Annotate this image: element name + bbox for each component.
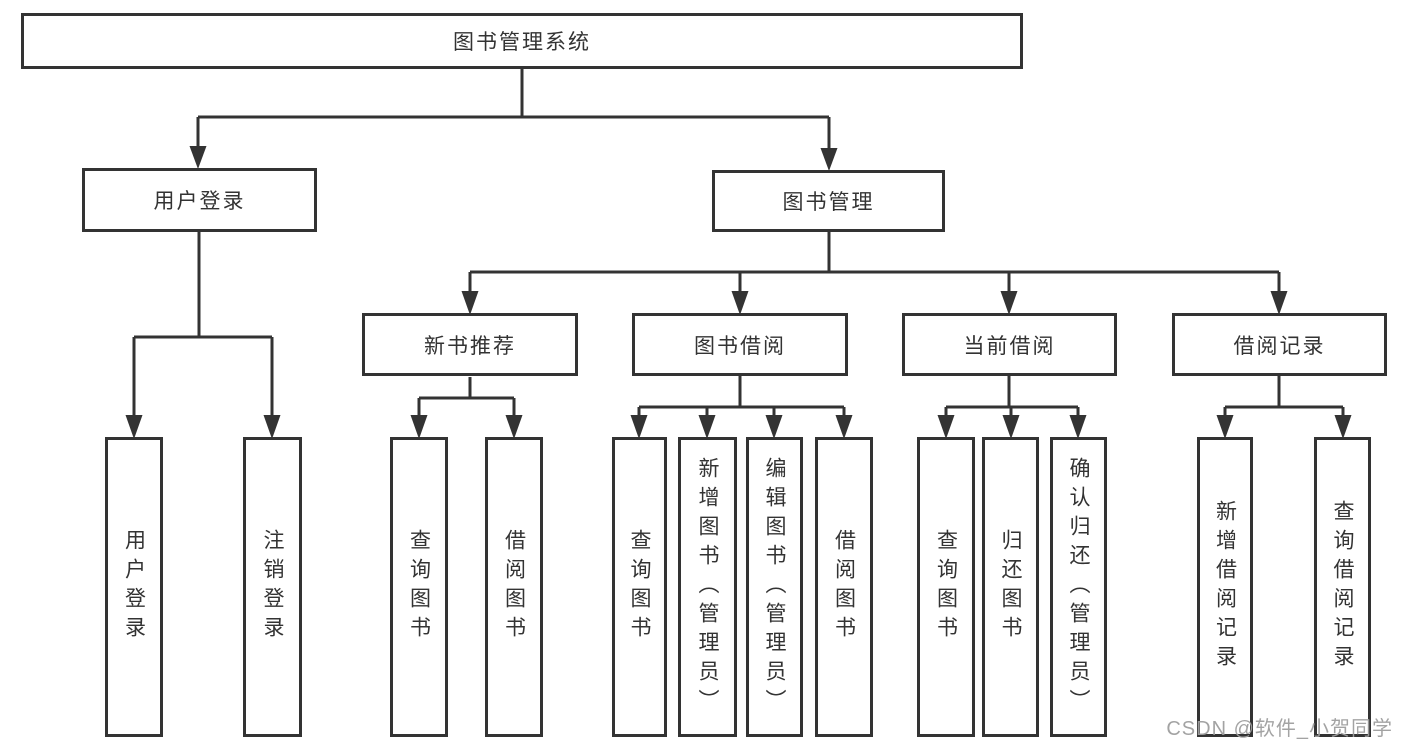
connector-lines [132,69,1345,416]
leaf-query-borrow-record: 查询借阅记录 [1314,437,1371,737]
leaf-confirm-return-admin: 确认归还（管理员） [1050,437,1107,737]
node-new-book-recommend: 新书推荐 [362,313,578,376]
node-book-management: 图书管理 [712,170,945,232]
leaf-user-login-label: 用户登录 [122,529,146,645]
leaf-add-borrow-record-label: 新增借阅记录 [1213,500,1237,674]
node-user-login: 用户登录 [82,168,317,232]
leaf-query-books-1-label: 查询图书 [407,529,431,645]
leaf-borrow-books-2: 借阅图书 [815,437,873,737]
leaf-logout: 注销登录 [243,437,302,737]
node-borrow-records-label: 借阅记录 [1233,334,1326,358]
leaf-query-books-2: 查询图书 [612,437,667,737]
leaf-return-book: 归还图书 [982,437,1039,737]
node-book-borrow-label: 图书借阅 [694,334,786,358]
node-current-borrow-label: 当前借阅 [963,334,1056,358]
node-root: 图书管理系统 [21,13,1023,69]
leaf-edit-book-admin-label: 编辑图书（管理员） [763,456,786,718]
leaf-query-books-3: 查询图书 [917,437,975,737]
leaf-query-borrow-record-label: 查询借阅记录 [1331,500,1354,674]
arrowheads [125,146,1352,439]
node-book-borrow: 图书借阅 [632,313,848,376]
leaf-add-borrow-record: 新增借阅记录 [1197,437,1253,737]
leaf-add-book-admin-label: 新增图书（管理员） [696,456,719,718]
leaf-query-books-2-label: 查询图书 [628,529,651,645]
node-new-book-recommend-label: 新书推荐 [424,334,516,358]
leaf-add-book-admin: 新增图书（管理员） [678,437,737,737]
node-root-label: 图书管理系统 [453,31,591,54]
leaf-borrow-books-1: 借阅图书 [485,437,543,737]
leaf-edit-book-admin: 编辑图书（管理员） [746,437,803,737]
node-current-borrow: 当前借阅 [902,313,1117,376]
leaf-user-login: 用户登录 [105,437,163,737]
node-borrow-records: 借阅记录 [1172,313,1387,376]
leaf-logout-label: 注销登录 [261,529,284,645]
csdn-watermark: CSDN @软件_小贺同学 [1166,718,1393,740]
leaf-borrow-books-2-label: 借阅图书 [832,529,856,645]
leaf-confirm-return-admin-label: 确认归还（管理员） [1067,456,1090,718]
node-user-login-label: 用户登录 [153,190,246,213]
leaf-query-books-1: 查询图书 [390,437,448,737]
leaf-borrow-books-1-label: 借阅图书 [502,529,526,645]
leaf-query-books-3-label: 查询图书 [934,529,958,645]
node-book-management-label: 图书管理 [782,191,875,214]
leaf-return-book-label: 归还图书 [999,529,1022,645]
